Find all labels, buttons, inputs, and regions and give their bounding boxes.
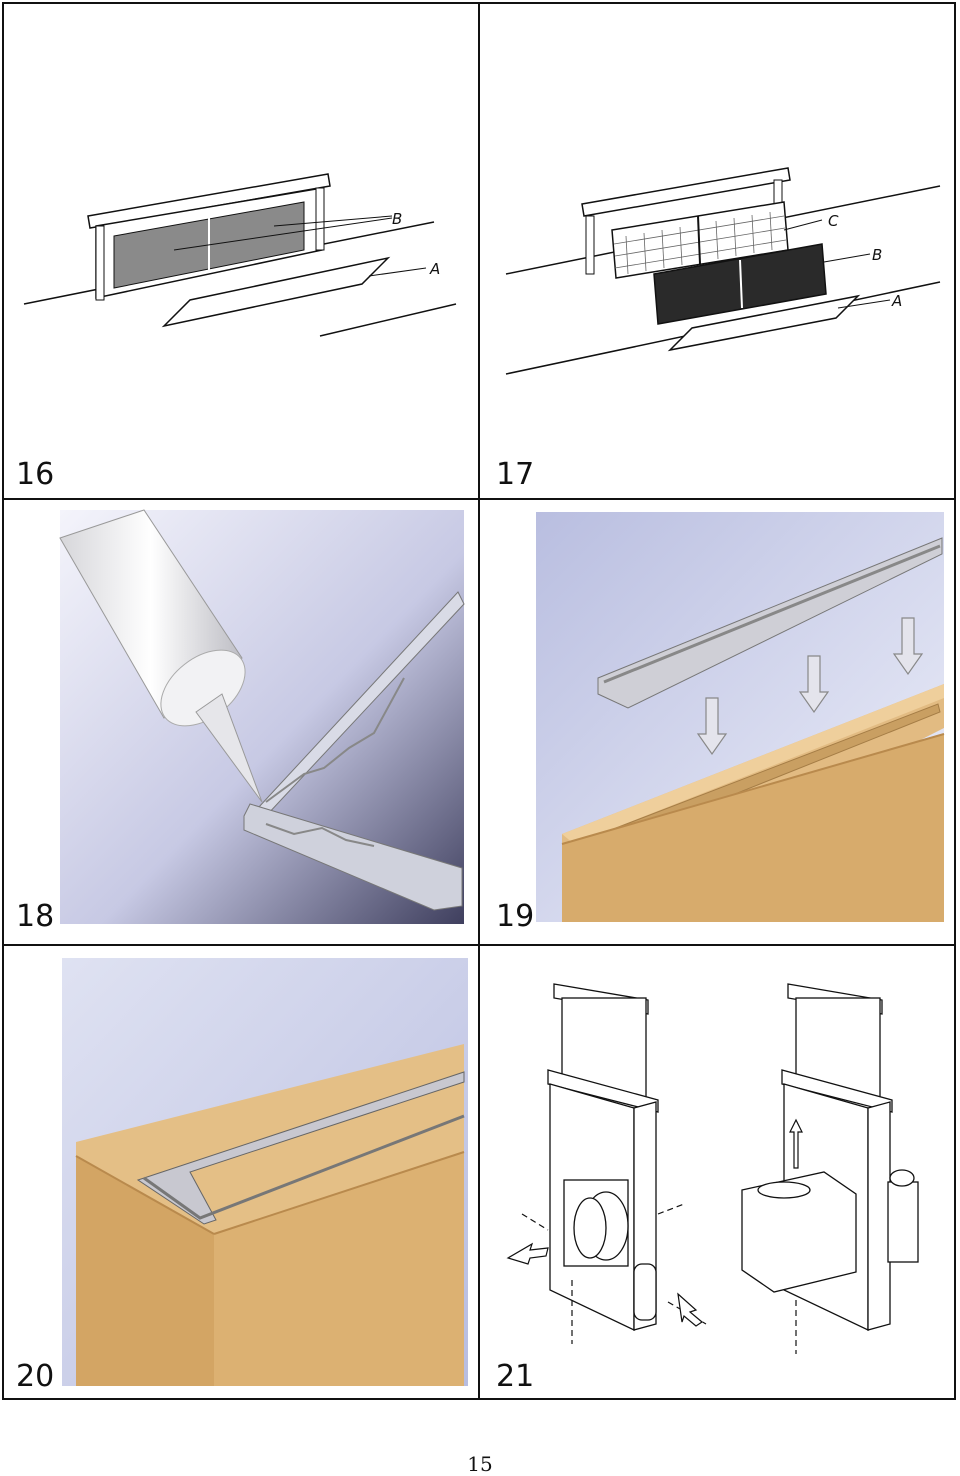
figure-19: 19 xyxy=(478,498,954,942)
figure-17-label-c: C xyxy=(828,212,839,230)
figure-19-illustration xyxy=(536,512,945,922)
figure-grid xyxy=(2,2,956,1400)
grid-divider-vertical xyxy=(478,4,480,1398)
figure-16-label-a: A xyxy=(429,260,440,278)
figure-21-illustration xyxy=(506,983,919,1354)
figure-17-illustration: C B A xyxy=(505,167,941,375)
figure-17-label-a: A xyxy=(891,292,902,310)
figure-16-label-b: B xyxy=(392,210,402,228)
figure-16-illustration: B A xyxy=(23,173,457,337)
figure-20: 20 xyxy=(4,944,474,1398)
figure-20-illustration xyxy=(62,958,468,1386)
figure-16-number: 16 xyxy=(14,457,57,492)
figure-17: C B A 17 xyxy=(478,4,954,496)
figure-18-illustration xyxy=(59,509,465,924)
grid-divider-row-2 xyxy=(4,944,954,946)
figure-17-number: 17 xyxy=(494,457,537,492)
figure-18: 18 xyxy=(4,498,474,942)
figure-19-number: 19 xyxy=(494,899,537,934)
figure-17-label-b: B xyxy=(872,246,882,264)
figure-20-number: 20 xyxy=(14,1359,57,1394)
figure-21-number: 21 xyxy=(494,1359,537,1394)
figure-16: B A 16 xyxy=(4,4,474,496)
grid-divider-row-1 xyxy=(4,498,954,500)
figure-18-number: 18 xyxy=(14,899,57,934)
page-number: 15 xyxy=(467,1452,493,1476)
figure-21: 21 xyxy=(478,944,954,1398)
